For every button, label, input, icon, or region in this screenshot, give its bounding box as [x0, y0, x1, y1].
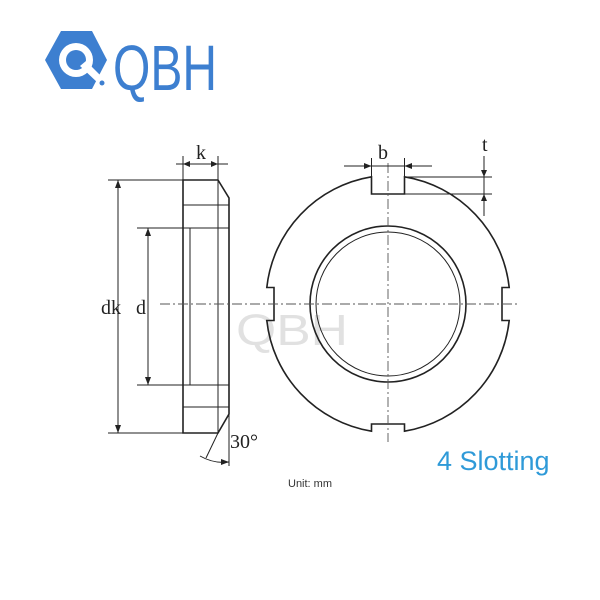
dimension-b: b: [344, 142, 432, 177]
dimension-t: t: [404, 134, 492, 216]
brand-logo: QBH: [45, 31, 217, 104]
dimension-dk: dk: [101, 179, 183, 434]
logo-text: QBH: [113, 32, 217, 104]
label-b: b: [378, 142, 388, 164]
label-d: d: [136, 297, 146, 319]
outer-ring-slotted: [265, 175, 511, 433]
unit-label: Unit: mm: [288, 478, 332, 490]
slotting-caption: 4 Slotting: [437, 446, 550, 476]
dimension-k: k: [176, 142, 228, 180]
section-hatch-bottom: [182, 384, 230, 408]
hex-wrench-icon: [45, 31, 108, 89]
dimension-d: d: [136, 227, 190, 386]
front-view: [250, 163, 520, 442]
label-k: k: [196, 142, 206, 164]
watermark-text: QBH: [236, 306, 348, 355]
section-hatch-top: [182, 204, 230, 229]
label-t: t: [482, 134, 488, 156]
label-30deg: 30°: [230, 431, 258, 453]
label-dk: dk: [101, 297, 121, 319]
dimension-chamfer-angle: 30°: [199, 414, 258, 466]
